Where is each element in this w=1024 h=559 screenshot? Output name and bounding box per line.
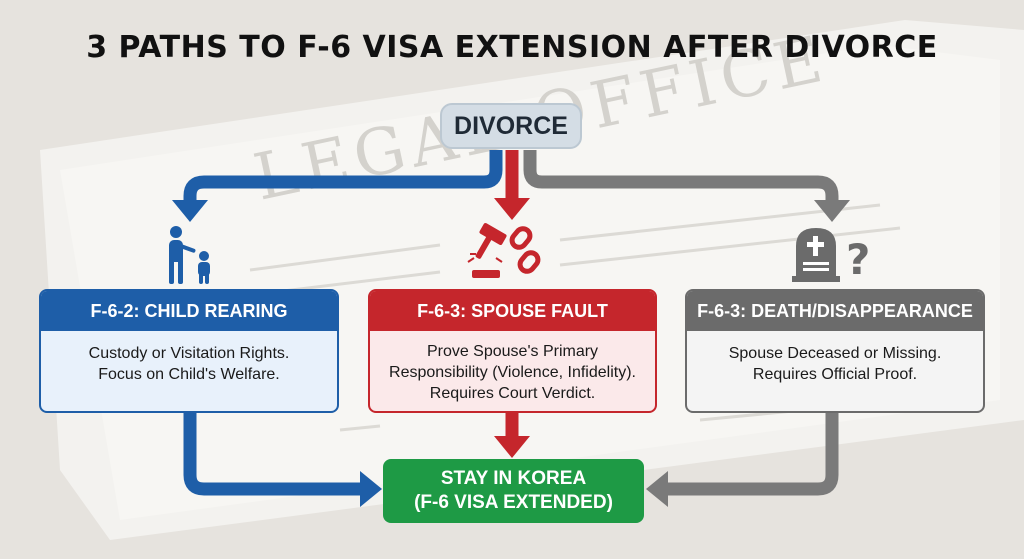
death-disappearance-card-body: Spouse Deceased or Missing. Requires Off… [728, 345, 942, 383]
death-disappearance-card-header: F-6-3: DEATH/DISAPPEARANCE [687, 291, 983, 331]
connector-divorce-to-child-rearing [183, 150, 503, 202]
result-line-1: STAY IN KOREA [440, 468, 587, 489]
arrowhead-result-right [646, 471, 668, 507]
child-rearing-card-header: F-6-2: CHILD REARING [41, 291, 337, 331]
svg-text:?: ? [846, 235, 870, 284]
arrowhead-child-rearing [172, 200, 208, 222]
child-rearing-card-body: Custody or Visitation Rights. Focus on C… [88, 345, 290, 383]
death-disappearance-card: F-6-3: DEATH/DISAPPEARANCE Spouse Deceas… [685, 289, 985, 413]
connector-divorce-to-death [523, 150, 839, 202]
arrowhead-death [814, 200, 850, 222]
arrowhead-spouse-fault [494, 198, 530, 220]
result-node: STAY IN KOREA (F-6 VISA EXTENDED) [383, 459, 644, 523]
result-line-2: (F-6 VISA EXTENDED) [414, 492, 613, 513]
child-rearing-card: F-6-2: CHILD REARING Custody or Visitati… [39, 289, 339, 413]
spouse-fault-card-header: F-6-3: SPOUSE FAULT [370, 291, 655, 331]
tombstone-question-icon: ? [792, 228, 870, 284]
arrowhead-result-top [494, 436, 530, 458]
gavel-broken-chain-icon [467, 223, 541, 278]
spouse-fault-card-body: Prove Spouse's Primary Responsibility (V… [389, 343, 636, 402]
connector-death-to-result [666, 413, 839, 496]
parent-child-icon [169, 226, 210, 284]
connector-child-rearing-to-result [183, 413, 362, 496]
spouse-fault-card: F-6-3: SPOUSE FAULT Prove Spouse's Prima… [368, 289, 657, 413]
arrowhead-result-left [360, 471, 382, 507]
diagram-title: 3 PATHS TO F-6 VISA EXTENSION AFTER DIVO… [86, 30, 938, 65]
divorce-node: DIVORCE [440, 103, 582, 149]
